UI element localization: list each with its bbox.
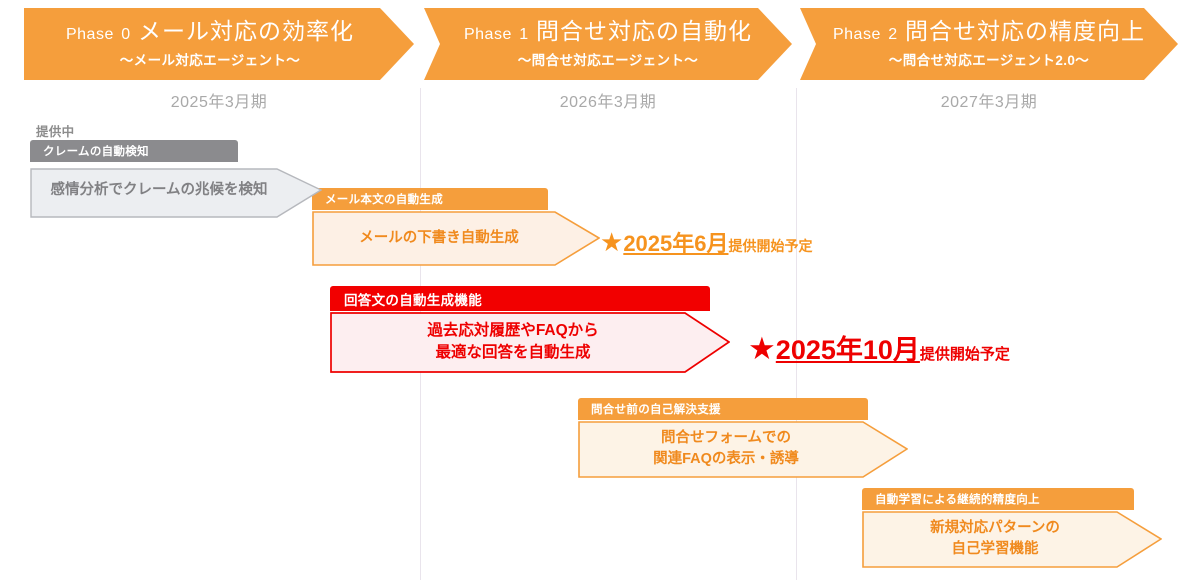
card-body-claim-detection: 感情分析でクレームの兆候を検知: [30, 162, 322, 218]
card-body-line1: 過去応対履歴やFAQから: [427, 322, 599, 339]
arrow-shape-icon: [330, 312, 730, 373]
phase-name-0: メール対応の効率化: [138, 17, 355, 44]
phase-banner-2: Phase 2 問合せ対応の精度向上 ～問合せ対応エージェント2.0～: [800, 8, 1178, 80]
phase-subtitle-0: ～メール対応エージェント～: [119, 53, 301, 69]
card-header-claim-detection: クレームの自動検知: [30, 140, 238, 162]
phase-period-0: 2025年3月期: [170, 94, 268, 111]
phase-subtitle-1: ～問合せ対応エージェント～: [517, 53, 699, 69]
feature-card-claim-detection[interactable]: クレームの自動検知 感情分析でクレームの兆候を検知: [30, 140, 322, 218]
card-body-line2: 最適な回答を自動生成: [435, 344, 591, 361]
card-body-text-mail-draft: メールの下書き自動生成: [359, 228, 519, 249]
feature-card-faq-self-service[interactable]: 問合せ前の自己解決支援 問合せフォームでの 関連FAQの表示・誘導: [578, 398, 908, 478]
phase-banner-0: Phase 0 メール対応の効率化 ～メール対応エージェント～: [24, 8, 414, 80]
feature-card-answer-generation[interactable]: 回答文の自動生成機能 過去応対履歴やFAQから 最適な回答を自動生成: [330, 286, 730, 373]
card-body-line1: メールの下書き自動生成: [359, 229, 519, 246]
star-icon: ★: [600, 227, 624, 257]
phase-header-0: Phase 0 メール対応の効率化 ～メール対応エージェント～: [24, 8, 414, 80]
arrow-shape-icon: [862, 511, 1162, 568]
star-icon: ★: [748, 331, 776, 366]
phase-label-1: Phase: [463, 25, 512, 43]
launch-annotation-2025-06: ★ 2025年6月 提供開始予定: [600, 226, 813, 258]
card-body-line1: 新規対応パターンの: [930, 520, 1060, 537]
feature-card-mail-draft[interactable]: メール本文の自動生成 メールの下書き自動生成: [312, 188, 600, 266]
phase-number-1: 1: [519, 25, 529, 43]
card-body-answer-generation: 過去応対履歴やFAQから 最適な回答を自動生成: [330, 311, 730, 373]
card-header-answer-generation: 回答文の自動生成機能: [330, 286, 710, 311]
phase-title-0: Phase 0 メール対応の効率化: [66, 19, 354, 44]
phase-period-1: 2026年3月期: [559, 94, 657, 111]
launch-date-2025-06: 2025年6月: [623, 231, 729, 256]
card-body-line2: 自己学習機能: [951, 541, 1039, 557]
phase-header-2: Phase 2 問合せ対応の精度向上 ～問合せ対応エージェント2.0～: [800, 8, 1178, 80]
card-body-text-answer-generation: 過去応対履歴やFAQから 最適な回答を自動生成: [427, 320, 598, 364]
status-caption-in-service: 提供中: [36, 125, 75, 139]
card-body-text-self-learning: 新規対応パターンの 自己学習機能: [930, 518, 1060, 559]
arrow-shape-icon: [312, 211, 600, 266]
card-body-mail-draft: メールの下書き自動生成: [312, 210, 600, 266]
phase-subtitle-2: ～問合せ対応エージェント2.0～: [888, 53, 1090, 69]
card-header-mail-draft: メール本文の自動生成: [312, 188, 548, 210]
phase-number-0: 0: [121, 25, 131, 43]
phase-label-0: Phase: [65, 25, 114, 43]
launch-annotation-2025-10: ★ 2025年10月 提供開始予定: [748, 328, 1010, 367]
phase-period-2: 2027年3月期: [940, 94, 1038, 111]
phase-title-2: Phase 2 問合せ対応の精度向上: [833, 19, 1145, 44]
card-header-self-learning: 自動学習による継続的精度向上: [862, 488, 1134, 510]
card-body-text-claim-detection: 感情分析でクレームの兆候を検知: [50, 180, 267, 201]
launch-date-2025-10: 2025年10月: [775, 335, 920, 365]
phase-title-1: Phase 1 問合せ対応の自動化: [464, 19, 752, 44]
card-body-line1: 問合せフォームでの: [660, 430, 792, 447]
card-body-line2: 関連FAQの表示・誘導: [653, 451, 799, 467]
phase-divider-2: [796, 88, 797, 580]
launch-note-2025-06: 提供開始予定: [728, 238, 813, 254]
phase-name-2: 問合せ対応の精度向上: [905, 17, 1146, 44]
launch-note-2025-10: 提供開始予定: [919, 346, 1010, 363]
arrow-shape-icon: [578, 421, 908, 478]
phase-number-2: 2: [888, 25, 898, 43]
phase-banner-1: Phase 1 問合せ対応の自動化 ～問合せ対応エージェント～: [424, 8, 792, 80]
card-body-text-faq-self-service: 問合せフォームでの 関連FAQの表示・誘導: [653, 428, 799, 469]
phase-label-2: Phase: [832, 25, 881, 43]
card-header-faq-self-service: 問合せ前の自己解決支援: [578, 398, 868, 420]
card-body-line1: 感情分析でクレームの兆候を検知: [50, 181, 268, 198]
phase-header-1: Phase 1 問合せ対応の自動化 ～問合せ対応エージェント～: [424, 8, 792, 80]
card-body-faq-self-service: 問合せフォームでの 関連FAQの表示・誘導: [578, 420, 908, 478]
phase-name-1: 問合せ対応の自動化: [536, 17, 753, 44]
feature-card-self-learning[interactable]: 自動学習による継続的精度向上 新規対応パターンの 自己学習機能: [862, 488, 1162, 568]
card-body-self-learning: 新規対応パターンの 自己学習機能: [862, 510, 1162, 568]
arrow-shape-icon: [30, 168, 322, 218]
